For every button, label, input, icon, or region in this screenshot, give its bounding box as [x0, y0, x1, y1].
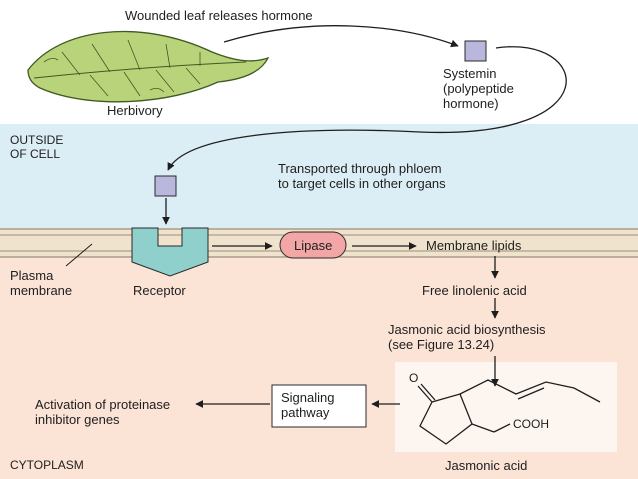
- transported-label-line-1: Transported through phloem: [278, 161, 442, 176]
- biosynthesis-label: Jasmonic acid biosynthesis (see Figure 1…: [388, 322, 546, 352]
- systemin-label-line-3: hormone): [443, 96, 499, 111]
- outside-cell-label: OUTSIDE OF CELL: [10, 133, 63, 161]
- activation-label: Activation of proteinase inhibitor genes: [35, 397, 170, 427]
- biosynthesis-label-line-1: Jasmonic acid biosynthesis: [388, 322, 546, 337]
- herbivory-label: Herbivory: [107, 103, 163, 118]
- jasmonic-acid-structure: [417, 379, 601, 445]
- systemin-label-line-2: (polypeptide: [443, 81, 514, 96]
- systemin-square-icon: [464, 40, 487, 62]
- oxygen-atom-label: O: [409, 371, 419, 385]
- arrow-phloem-transport: [167, 46, 567, 171]
- receptor-shape: [131, 227, 209, 277]
- signaling-pathway-label: Signaling pathway: [281, 390, 335, 420]
- free-linolenic-acid-label: Free linolenic acid: [422, 283, 527, 298]
- plasma-membrane-label-line-1: Plasma: [10, 268, 54, 283]
- cytoplasm-label: CYTOPLASM: [10, 458, 84, 472]
- lipase-oval: [279, 231, 347, 259]
- outside-cell-region: [0, 124, 638, 228]
- jasmonic-acid-label: Jasmonic acid: [445, 458, 528, 473]
- signaling-pathway-box: [271, 384, 367, 428]
- transported-label: Transported through phloem to target cel…: [278, 161, 446, 191]
- systemin-label: Systemin (polypeptide hormone): [443, 66, 514, 111]
- signaling-pathway-label-line-2: pathway: [281, 405, 330, 420]
- outside-cell-label-line-1: OUTSIDE: [10, 133, 64, 147]
- plasma-membrane-pointer: [65, 243, 93, 267]
- receptor-label: Receptor: [133, 283, 186, 298]
- biosynthesis-label-line-2: (see Figure 13.24): [388, 337, 495, 352]
- lipase-label: Lipase: [294, 238, 333, 253]
- plasma-membrane-label: Plasma membrane: [10, 268, 72, 298]
- arrow-leaf-to-systemin: [223, 25, 459, 48]
- systemin-square-icon-2: [154, 175, 177, 197]
- outside-cell-label-line-2: OF CELL: [10, 147, 61, 161]
- systemin-label-line-1: Systemin: [443, 66, 497, 81]
- cooh-label: COOH: [513, 417, 549, 431]
- signaling-pathway-label-line-1: Signaling: [281, 390, 335, 405]
- leaf-icon: [27, 30, 270, 103]
- activation-label-line-2: inhibitor genes: [35, 412, 120, 427]
- membrane-lipids-label: Membrane lipids: [426, 238, 522, 253]
- transported-label-line-2: to target cells in other organs: [278, 176, 446, 191]
- wounded-leaf-label: Wounded leaf releases hormone: [125, 8, 313, 23]
- plasma-membrane-label-line-2: membrane: [10, 283, 73, 298]
- activation-label-line-1: Activation of proteinase: [35, 397, 171, 412]
- jasmonic-acid-structure-panel: [395, 362, 617, 452]
